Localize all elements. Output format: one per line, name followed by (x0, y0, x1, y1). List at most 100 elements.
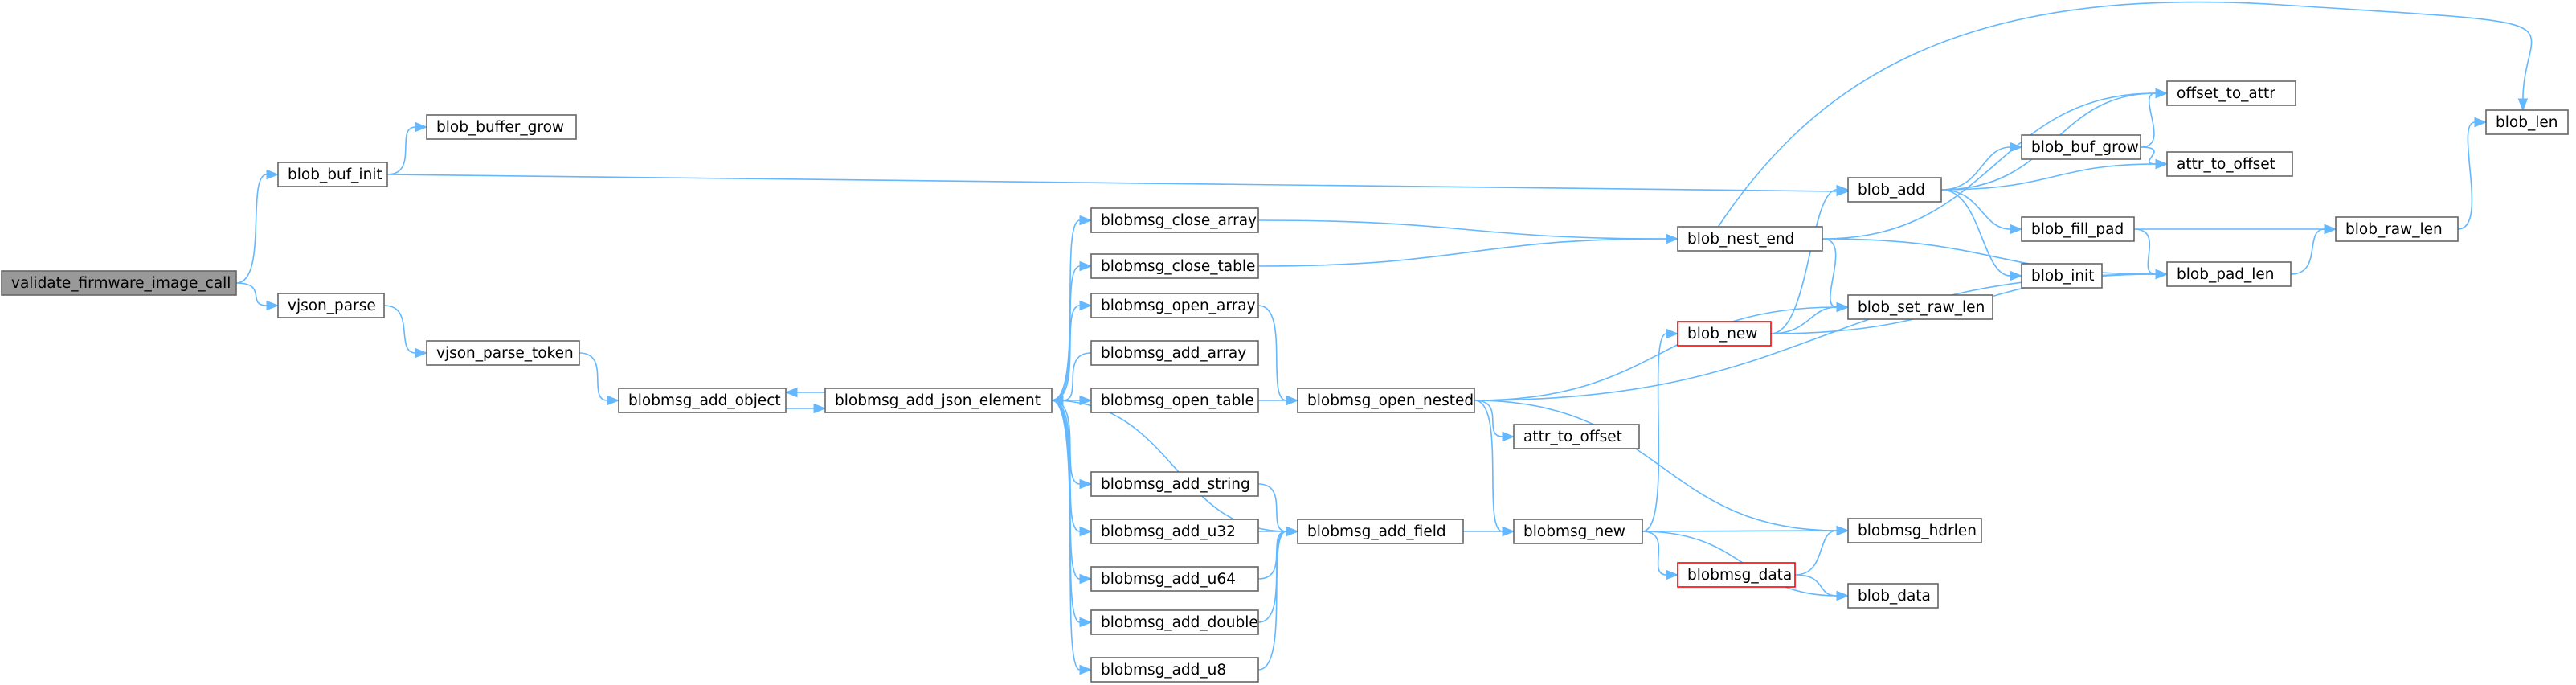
arrowhead-icon (2155, 269, 2169, 280)
node-validate-firmware-image-call[interactable]: validate_firmware_image_call (1, 270, 237, 296)
node-box (2021, 263, 2103, 289)
node-box (1090, 519, 1259, 544)
node-offset-to-attr[interactable]: offset_to_attr (2166, 80, 2296, 106)
node-box (1090, 471, 1259, 497)
node-attr-to-offset-1[interactable]: attr_to_offset (1513, 424, 1640, 449)
edge-blob_buf_init-to-blob_add (386, 174, 1850, 197)
arrowhead-icon (1666, 328, 1679, 339)
node-blobmsg-add-string[interactable]: blobmsg_add_string (1090, 471, 1259, 497)
node-blobmsg-close-array[interactable]: blobmsg_close_array (1090, 207, 1259, 233)
node-box (1090, 293, 1259, 318)
node-blob-nest-end[interactable]: blob_nest_end (1677, 226, 1823, 252)
node-label: blob_buffer_grow (436, 119, 564, 136)
arrowhead-icon (1836, 184, 1850, 195)
node-box (2335, 216, 2459, 242)
edge-blobmsg_add_double-to-blobmsg_add_field (1257, 526, 1299, 623)
node-blob-buffer-grow[interactable]: blob_buffer_grow (426, 114, 577, 140)
edge-blobmsg_open_array-to-blobmsg_open_nested (1257, 305, 1299, 406)
arrowhead-icon (415, 347, 428, 359)
node-blob-buf-init[interactable]: blob_buf_init (277, 162, 388, 187)
node-box (1297, 519, 1464, 544)
node-attr-to-offset-2[interactable]: attr_to_offset (2166, 151, 2293, 177)
node-blob-pad-len[interactable]: blob_pad_len (2166, 261, 2292, 287)
node-box (1090, 253, 1259, 279)
arrowhead-icon (2324, 224, 2337, 235)
node-label: blob_data (1858, 588, 1931, 605)
arrowhead-icon (266, 300, 280, 311)
node-blobmsg-new[interactable]: blobmsg_new (1513, 519, 1643, 544)
arrowhead-icon (1079, 526, 1093, 537)
arrowhead-icon (2517, 98, 2529, 112)
arrowhead-icon (415, 121, 428, 133)
edge-blobmsg_open_nested-to-blobmsg_hdrlen (1474, 400, 1850, 536)
edge-blobmsg_add_json_element-to-blobmsg_add_u8 (1051, 400, 1093, 675)
edge-validate_firmware_image_call-to-vjson_parse (235, 282, 280, 311)
node-blobmsg-open-array[interactable]: blobmsg_open_array (1090, 293, 1259, 318)
arrowhead-icon (1079, 260, 1093, 272)
node-blob-data[interactable]: blob_data (1847, 583, 1939, 609)
node-label: blobmsg_new (1523, 523, 1625, 540)
node-blobmsg-open-nested[interactable]: blobmsg_open_nested (1297, 388, 1475, 413)
node-vjson-parse[interactable]: vjson_parse (277, 293, 385, 318)
node-blobmsg-add-u64[interactable]: blobmsg_add_u64 (1090, 566, 1259, 592)
node-blobmsg-add-json-element[interactable]: blobmsg_add_json_element (824, 388, 1053, 413)
node-label: blobmsg_add_u32 (1101, 523, 1236, 540)
node-box (2166, 80, 2296, 106)
edge-blob_add-to-blob_buf_grow (1940, 142, 2023, 191)
node-label: blob_buf_init (288, 166, 382, 183)
node-label: blobmsg_open_nested (1307, 392, 1474, 409)
edge-blob_pad_len-to-blob_raw_len (2290, 224, 2337, 275)
node-vjson-parse-token[interactable]: vjson_parse_token (426, 340, 580, 366)
node-box (1847, 294, 1993, 320)
node-label: vjson_parse_token (436, 345, 574, 362)
node-label: blobmsg_add_object (628, 392, 781, 409)
node-blob-new[interactable]: blob_new (1677, 321, 1772, 347)
node-blob-buf-grow[interactable]: blob_buf_grow (2021, 134, 2141, 160)
edge-blobmsg_open_nested-to-attr_to_offset_1 (1474, 400, 1515, 442)
edge-blobmsg_open_nested-to-blob_pad_len (1474, 269, 2169, 401)
node-blobmsg-close-table[interactable]: blobmsg_close_table (1090, 253, 1259, 279)
edge-blobmsg_open_table-to-blobmsg_open_nested (1258, 395, 1299, 406)
node-box (2021, 134, 2141, 160)
edge-blob_add-to-blob_init (1940, 189, 2023, 281)
node-box (824, 388, 1053, 413)
node-box (1, 270, 237, 296)
node-label: blobmsg_add_u8 (1101, 662, 1226, 679)
arrowhead-icon (1836, 525, 1850, 536)
node-blob-fill-pad[interactable]: blob_fill_pad (2021, 216, 2135, 242)
node-label: blob_add (1858, 182, 1925, 199)
node-blobmsg-hdrlen[interactable]: blobmsg_hdrlen (1847, 518, 1982, 543)
node-label: blobmsg_add_array (1101, 345, 1246, 362)
arrowhead-icon (1079, 215, 1093, 226)
node-blobmsg-open-table[interactable]: blobmsg_open_table (1090, 388, 1259, 413)
node-label: attr_to_offset (1523, 429, 1622, 445)
node-label: blobmsg_close_table (1101, 258, 1255, 275)
arrowhead-icon (1836, 301, 1850, 313)
node-label: blobmsg_add_string (1101, 476, 1250, 493)
node-box (1090, 609, 1259, 635)
edge-blob_fill_pad-to-blob_pad_len (2133, 228, 2169, 280)
node-blob-add[interactable]: blob_add (1847, 177, 1942, 203)
node-blob-raw-len[interactable]: blob_raw_len (2335, 216, 2459, 242)
node-box (1677, 226, 1823, 252)
node-blob-set-raw-len[interactable]: blob_set_raw_len (1847, 294, 1993, 320)
node-box (426, 114, 577, 140)
node-label: attr_to_offset (2177, 156, 2275, 173)
node-blobmsg-add-u8[interactable]: blobmsg_add_u8 (1090, 657, 1259, 683)
node-blob-len[interactable]: blob_len (2485, 109, 2569, 135)
arrowhead-icon (1079, 664, 1093, 675)
edge-vjson_parse-to-vjson_parse_token (383, 305, 428, 359)
node-blob-init[interactable]: blob_init (2021, 263, 2103, 289)
arrowhead-icon (1286, 395, 1299, 406)
node-label: vjson_parse (288, 297, 376, 314)
node-blobmsg-data[interactable]: blobmsg_data (1677, 562, 1796, 588)
node-blobmsg-add-field[interactable]: blobmsg_add_field (1297, 519, 1464, 544)
node-blobmsg-add-u32[interactable]: blobmsg_add_u32 (1090, 519, 1259, 544)
node-blobmsg-add-double[interactable]: blobmsg_add_double (1090, 609, 1259, 635)
edge-blob_buf_grow-to-offset_to_attr (2140, 88, 2169, 148)
node-box (426, 340, 580, 366)
node-box (1090, 207, 1259, 233)
node-blobmsg-add-array[interactable]: blobmsg_add_array (1090, 340, 1259, 366)
node-blobmsg-add-object[interactable]: blobmsg_add_object (618, 388, 787, 413)
node-box (2166, 261, 2292, 287)
